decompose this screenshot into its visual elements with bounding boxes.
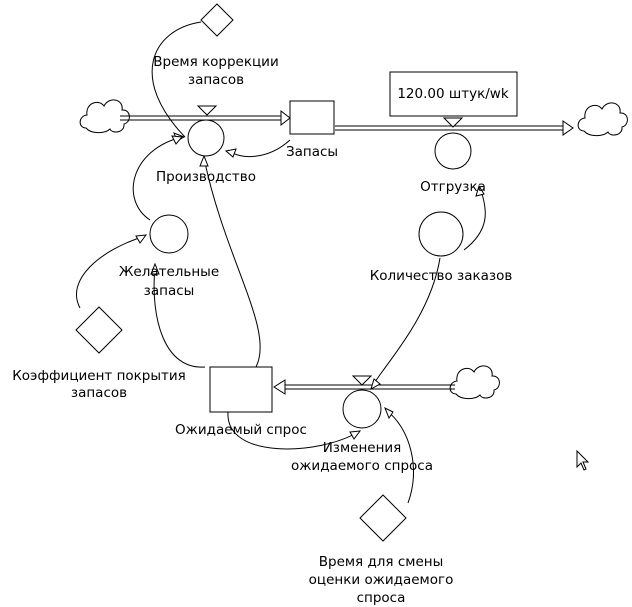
demand-change-label-line2: ожидаемого спроса [291,458,433,474]
shipment-flow-pipe [335,120,574,136]
desired-inventory-circle[interactable] [149,214,189,254]
shipment-value-text: 120.00 штук/wk [397,86,508,102]
inventory-coverage-label-line1: Коэффициент покрытия [12,368,186,384]
expectation-time-label-line3: спроса [357,590,406,606]
shipment-valve-icon [442,117,464,128]
shipment-value-box [389,71,518,117]
expectation-time-label-line1: Время для смены [319,554,444,570]
expectation-time-label-line2: оценки ожидаемого [309,572,454,588]
demand-change-valve-icon [351,375,373,386]
mouse-pointer-icon [576,449,590,471]
cloud-icon-source-production [79,99,130,134]
production-rate-circle[interactable] [187,119,225,157]
production-rate-label: Производство [156,169,256,185]
demand-change-circle[interactable] [342,389,382,429]
inventory-coverage-diamond-icon[interactable] [75,306,123,354]
inventory-correction-time-label-line2: запасов [188,72,244,88]
inventory-stock-label: Запасы [286,144,338,160]
expected-demand-label: Ожидаемый спрос [175,422,307,438]
cloud-icon-sink-shipment [577,102,628,137]
expectation-time-diamond-icon[interactable] [359,494,407,542]
shipment-rate-circle[interactable] [434,132,472,170]
cloud-icon-source-demand [449,365,500,400]
expected-demand-stock[interactable] [209,366,273,413]
inventory-stock[interactable] [289,100,335,135]
inventory-coverage-label-line2: запасов [71,385,127,401]
inventory-correction-time-label-line1: Время коррекции [153,54,278,70]
desired-inventory-label-line2: запасы [144,283,195,299]
production-flow-pipe [120,109,291,127]
inventory-correction-time-diamond-icon[interactable] [200,3,234,37]
connector-arrows [75,21,486,504]
demand-change-flow-pipe [273,379,455,395]
order-quantity-label: Количество заказов [370,268,513,284]
order-quantity-circle[interactable] [418,211,464,257]
shipment-rate-label: Отгрузка [420,179,486,195]
production-valve-icon [196,105,218,116]
demand-change-label-line1: Изменения [323,440,402,456]
desired-inventory-label-line1: Желательные [119,264,219,280]
